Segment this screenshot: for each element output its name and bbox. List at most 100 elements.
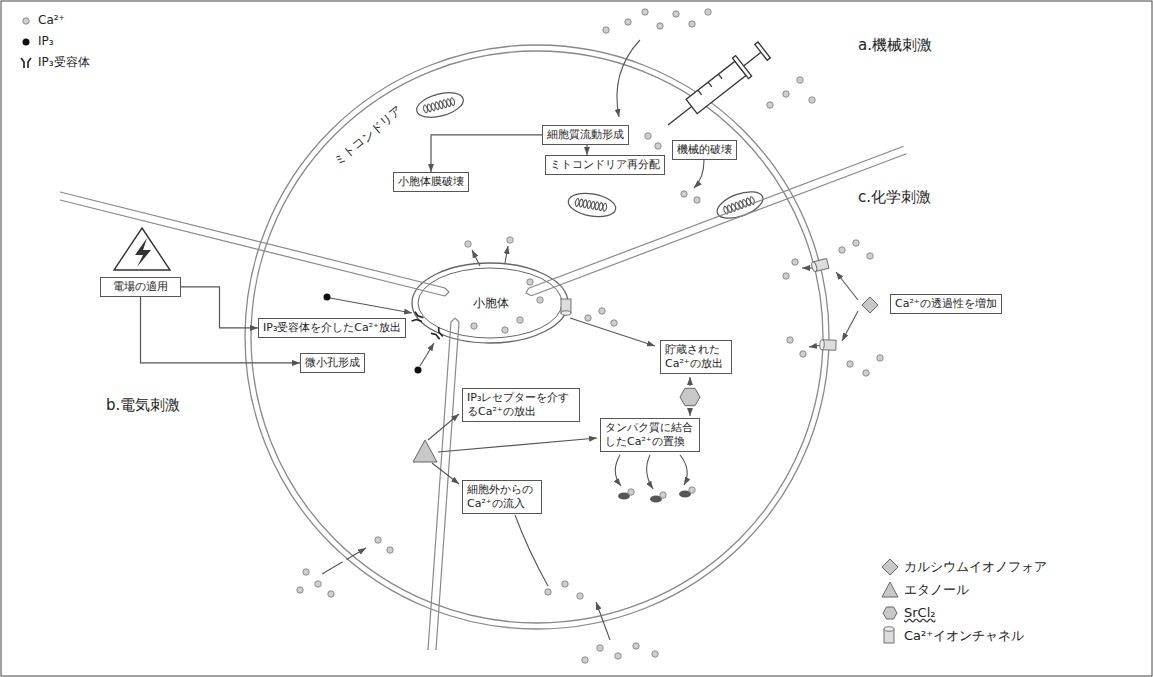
legend-text: IP₃受容体 bbox=[38, 55, 90, 70]
arrow bbox=[322, 548, 366, 574]
box-text: IP₃受容体を介したCa²⁺放出 bbox=[263, 321, 401, 335]
ip3-molecule bbox=[324, 294, 331, 301]
endoplasmic-reticulum-inner bbox=[418, 268, 562, 338]
arrow bbox=[680, 455, 687, 485]
calcium-ion bbox=[582, 657, 588, 663]
arrow bbox=[689, 377, 690, 386]
ip3-molecule bbox=[415, 367, 422, 374]
box-text: Ca²⁺の透過性を増加 bbox=[895, 297, 997, 311]
syringe-needle bbox=[668, 107, 692, 125]
calcium-ion bbox=[867, 253, 873, 259]
calcium-ion bbox=[877, 355, 883, 361]
legend-samples bbox=[21, 18, 898, 643]
process-box: IP₃受容体を介したCa²⁺放出 bbox=[258, 318, 406, 338]
box-text: 細胞外からのCa²⁺の流入 bbox=[467, 483, 537, 511]
flow-arrows bbox=[322, 40, 858, 640]
process-box: 細胞質流動形成 bbox=[542, 125, 629, 145]
legend-receptor-sample bbox=[21, 58, 31, 68]
calcium-ion bbox=[599, 308, 605, 314]
calcium-ion bbox=[628, 489, 634, 495]
syringe-cap bbox=[755, 42, 770, 60]
calcium-ion bbox=[315, 581, 321, 587]
cell-membrane-outer bbox=[245, 45, 829, 629]
box-text: IP₃レセプターを介するCa²⁺の放出 bbox=[467, 391, 575, 419]
calcium-ion bbox=[655, 143, 661, 149]
lightning-bolt bbox=[135, 238, 151, 267]
section-label: c.化学刺激 bbox=[858, 188, 931, 207]
ethanol-triangle bbox=[413, 440, 437, 462]
arrow bbox=[647, 455, 653, 489]
connector-arrow bbox=[586, 145, 587, 155]
line bbox=[515, 515, 548, 586]
arrow bbox=[689, 408, 690, 416]
ip3-receptor bbox=[431, 327, 445, 341]
process-box: ミトコンドリア再分配 bbox=[545, 155, 665, 175]
process-box: 小胞体膜破壊 bbox=[393, 172, 469, 192]
arrow bbox=[842, 311, 858, 341]
legend-text: IP₃ bbox=[38, 34, 54, 49]
calcium-ion bbox=[657, 23, 663, 29]
syringe-mark bbox=[718, 74, 722, 79]
legend-text: SrCl₂ bbox=[904, 605, 936, 621]
syringe-mark bbox=[708, 82, 712, 87]
arrow bbox=[505, 246, 508, 263]
calcium-ion bbox=[517, 317, 523, 323]
arrow bbox=[615, 455, 621, 486]
calcium-ion bbox=[597, 645, 603, 651]
calcium-channel bbox=[820, 340, 837, 351]
box-text: 小胞体膜破壊 bbox=[398, 175, 464, 189]
calcium-ion bbox=[681, 191, 687, 197]
calcium-ion bbox=[471, 323, 477, 329]
calcium-ion bbox=[615, 653, 621, 659]
connector-arrow bbox=[181, 287, 258, 328]
box-text: 細胞質流動形成 bbox=[547, 128, 624, 142]
calcium-ion bbox=[633, 643, 639, 649]
arrow bbox=[836, 272, 858, 300]
calcium-ion bbox=[783, 273, 789, 279]
pore-gap bbox=[339, 555, 350, 566]
legend-text: カルシウムイオノフォア bbox=[904, 559, 1047, 575]
box-text: 貯蔵されたCa²⁺の放出 bbox=[665, 343, 727, 371]
ip3-receptor bbox=[412, 312, 425, 325]
pipette-wall bbox=[60, 192, 449, 296]
calcium-ion bbox=[585, 315, 591, 321]
calcium-ion bbox=[767, 102, 773, 108]
legend-triangle-sample bbox=[882, 582, 898, 597]
legend-calcium-sample bbox=[23, 18, 29, 24]
syringe-flange bbox=[732, 56, 751, 79]
arrow bbox=[438, 438, 597, 452]
calcium-ion bbox=[297, 587, 303, 593]
syringe-mark bbox=[698, 90, 702, 95]
endoplasmic-reticulum bbox=[412, 263, 568, 343]
legend-text: Ca²⁺ bbox=[38, 13, 65, 28]
calcium-ion bbox=[642, 9, 648, 15]
calcium-ion bbox=[507, 237, 513, 243]
membrane-pore bbox=[339, 555, 350, 566]
calcium-ion bbox=[502, 327, 508, 333]
calcium-channel bbox=[561, 299, 571, 315]
warning-triangle bbox=[114, 228, 170, 270]
calcium-ion bbox=[645, 133, 651, 139]
calcium-ion bbox=[853, 240, 859, 246]
legend-text: エタノール bbox=[904, 582, 969, 598]
calcium-ion bbox=[537, 297, 543, 303]
calcium-ion bbox=[652, 651, 658, 657]
channel-end bbox=[884, 627, 894, 631]
calcium-ion bbox=[863, 370, 869, 376]
pipette-wall bbox=[428, 318, 459, 650]
process-box: 細胞外からのCa²⁺の流入 bbox=[462, 480, 542, 514]
part-label: 小胞体 bbox=[473, 296, 509, 311]
arrow bbox=[420, 343, 434, 366]
calcium-ion bbox=[689, 487, 695, 493]
process-box: 貯蔵されたCa²⁺の放出 bbox=[660, 340, 732, 374]
section-label: a.機械刺激 bbox=[858, 36, 932, 55]
calcium-ion bbox=[545, 589, 551, 595]
calcium-ion bbox=[328, 591, 334, 597]
calcium-ion bbox=[705, 9, 711, 15]
srcl2-hexagon bbox=[680, 388, 700, 405]
calcium-ion bbox=[800, 351, 806, 357]
